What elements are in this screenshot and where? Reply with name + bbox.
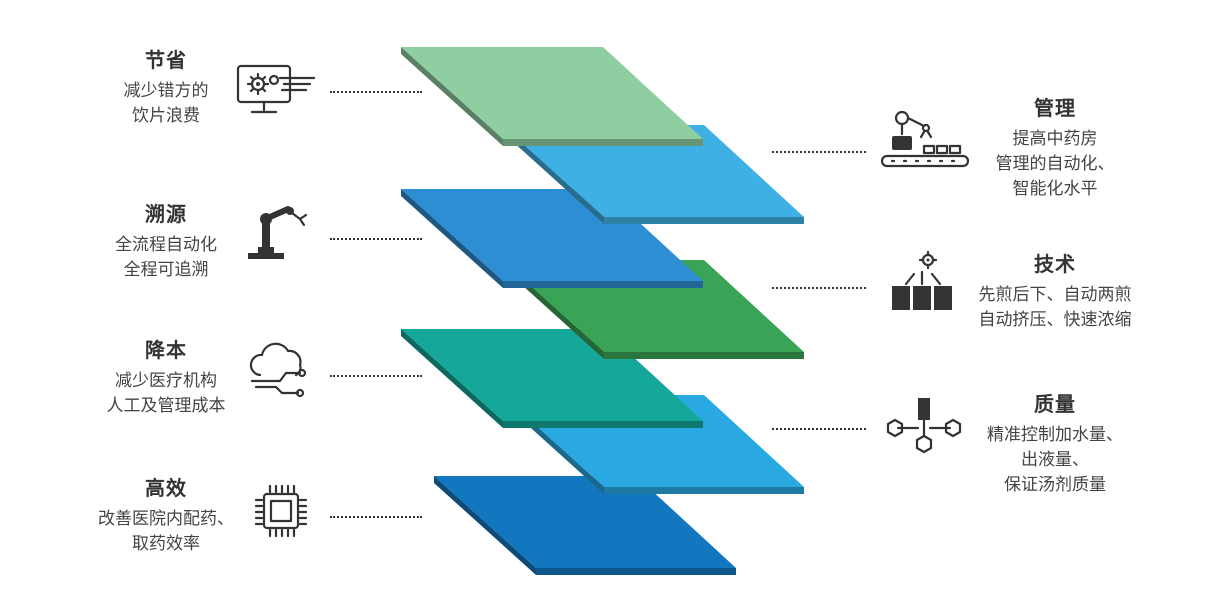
robot-arm-icon (248, 206, 308, 259)
layer-1 (401, 47, 703, 146)
connector-left-3 (330, 375, 422, 377)
benefit-line: 先煎后下、自动两煎 (978, 285, 1132, 305)
benefit-line: 自动挤压、快速浓缩 (978, 310, 1132, 330)
benefit-line: 出液量、 (1021, 450, 1089, 470)
layer-2 (502, 125, 804, 224)
benefit-line: 减少错方的 (123, 81, 209, 101)
benefit-line: 精准控制加水量、 (987, 425, 1123, 445)
benefit-line: 改善医院内配药、 (98, 509, 234, 529)
benefit-line: 保证汤剂质量 (1004, 475, 1106, 495)
benefit-quality: 质量 精准控制加水量、 出液量、 保证汤剂质量 (950, 388, 1160, 498)
benefit-line: 提高中药房 (1012, 129, 1098, 149)
benefit-title: 溯源 (145, 202, 187, 226)
cloud-network-icon (249, 342, 307, 398)
layer-7 (434, 476, 736, 575)
benefit-title: 管理 (1034, 96, 1076, 120)
benefit-line: 饮片浪费 (132, 106, 200, 126)
connector-right-3 (772, 428, 866, 430)
layer-3-side-front (503, 281, 703, 288)
connector-right-1 (772, 151, 866, 153)
benefit-title: 技术 (1034, 252, 1076, 276)
benefit-technology: 技术 先煎后下、自动两煎 自动挤压、快速浓缩 (950, 248, 1160, 333)
machines-gear-icon (892, 250, 952, 310)
benefit-line: 全程可追溯 (123, 260, 209, 280)
layer-2-top (502, 125, 804, 217)
connector-left-4 (330, 516, 422, 518)
layer-1-top (401, 47, 703, 139)
benefit-efficiency: 高效 改善医院内配药、 取药效率 (86, 472, 246, 557)
layer-6-side-front (604, 487, 804, 494)
cubes-network-icon (886, 398, 962, 454)
connector-left-1 (330, 91, 422, 93)
layer-5-side-front (503, 421, 703, 428)
benefit-trace: 溯源 全流程自动化 全程可追溯 (86, 198, 246, 283)
benefit-line: 智能化水平 (1012, 179, 1098, 199)
benefit-cost: 降本 减少医疗机构 人工及管理成本 (86, 334, 246, 419)
layer-2-side-left (502, 125, 604, 224)
benefit-line: 全流程自动化 (115, 235, 217, 255)
chip-icon (254, 484, 308, 538)
benefit-line: 管理的自动化、 (995, 154, 1115, 174)
monitor-gear-icon (236, 64, 316, 114)
layer-2-side-front (604, 217, 804, 224)
layer-4-side-front (604, 352, 804, 359)
layer-7-side-front (536, 568, 736, 575)
layer-7-top (434, 476, 736, 568)
layer-1-side-left (401, 47, 503, 146)
benefit-title: 质量 (1034, 392, 1076, 416)
connector-left-2 (330, 238, 422, 240)
conveyor-robot-icon (880, 110, 970, 168)
layer-3-side-left (401, 189, 503, 288)
benefit-title: 高效 (145, 476, 187, 500)
layer-7-side-left (434, 476, 536, 575)
connector-right-2 (772, 287, 866, 289)
benefit-line: 减少医疗机构 (115, 371, 217, 391)
layer-1-side-front (503, 139, 703, 146)
benefit-title: 降本 (145, 338, 187, 362)
benefit-line: 取药效率 (132, 534, 200, 554)
benefit-title: 节省 (145, 48, 187, 72)
benefit-management: 管理 提高中药房 管理的自动化、 智能化水平 (950, 92, 1160, 202)
benefit-line: 人工及管理成本 (106, 396, 226, 416)
layer-5-side-left (401, 329, 503, 428)
benefit-save: 节省 减少错方的 饮片浪费 (86, 44, 246, 129)
